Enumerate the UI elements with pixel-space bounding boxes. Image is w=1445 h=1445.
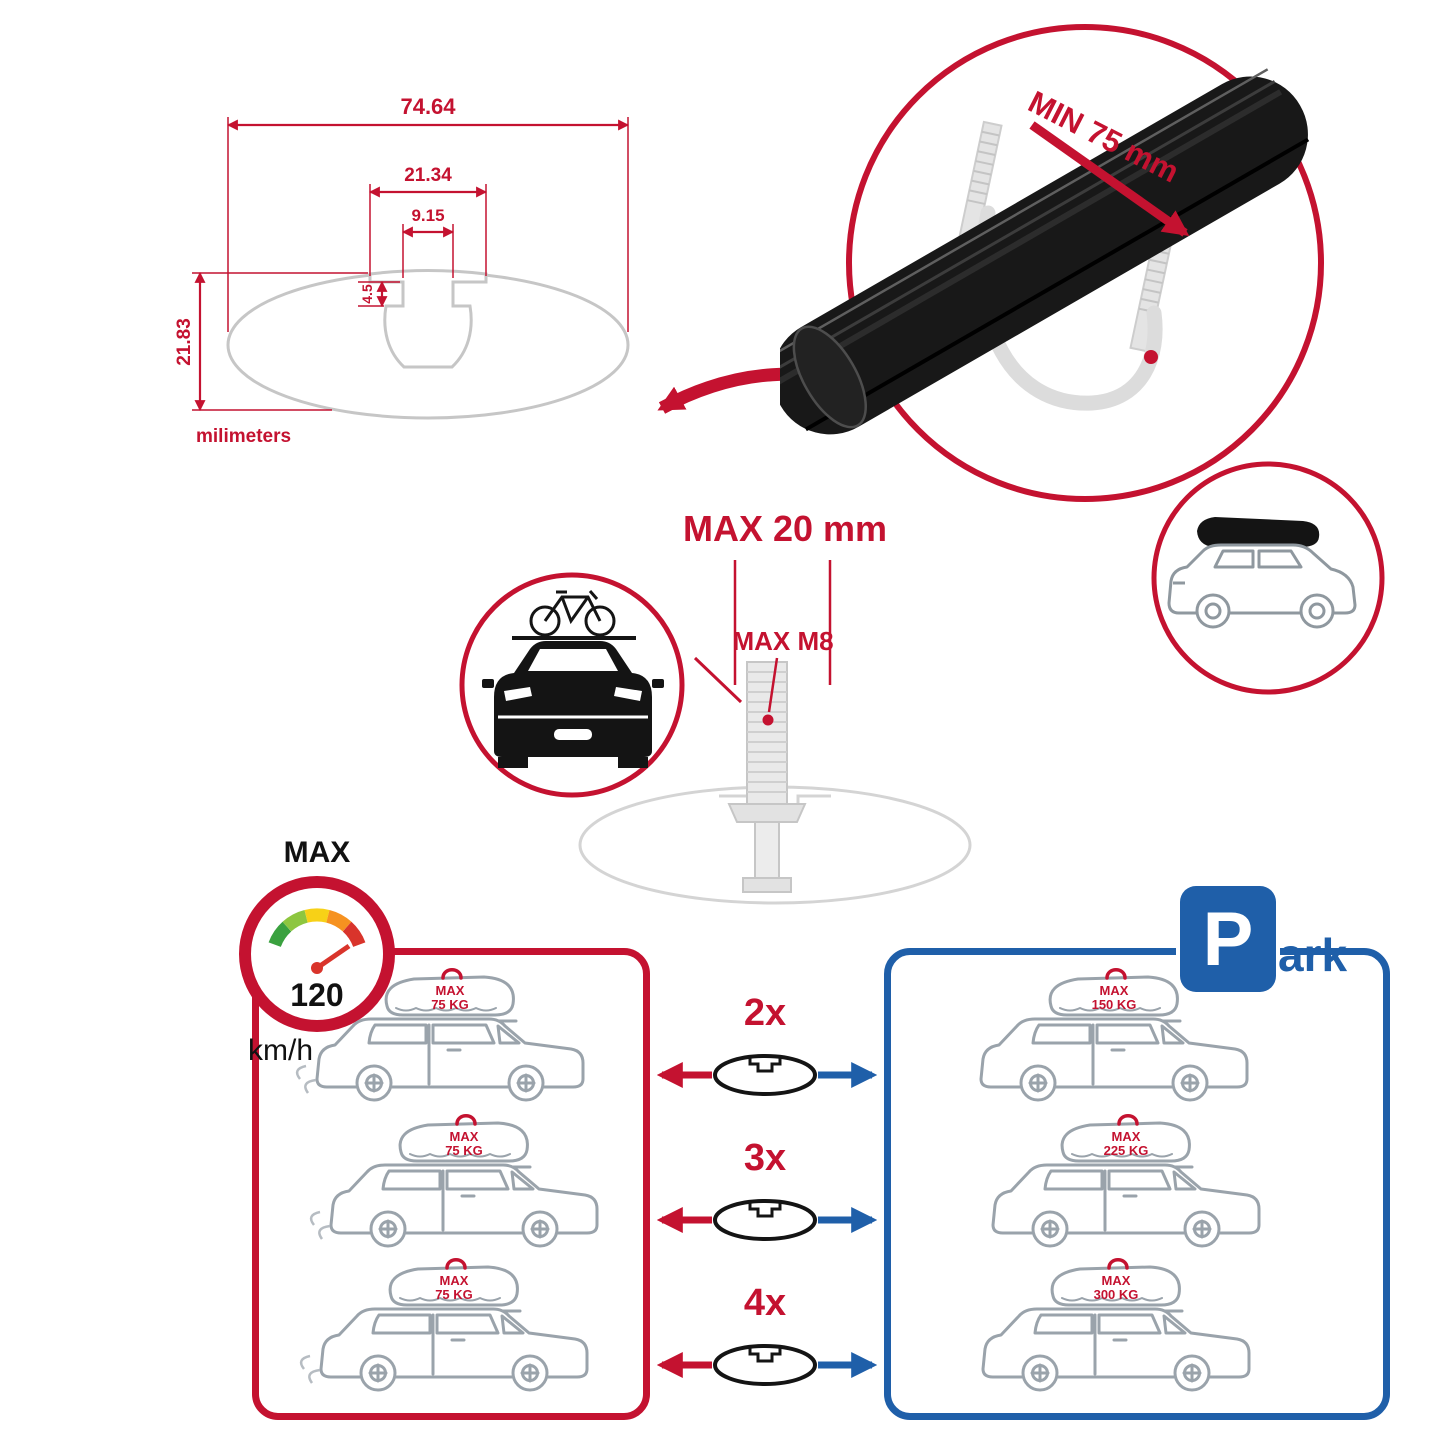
dim-channel-outer-width: 21.34 (404, 165, 452, 186)
clamp-grip-point-dot (1144, 350, 1158, 364)
multiplier-row-1: 2x (656, 992, 878, 1096)
bolt-detail-diagram: MAX M8 (578, 560, 972, 905)
speed-value: 120 (290, 977, 343, 1013)
speedometer: 120 (239, 876, 395, 1032)
crossbar-3d (780, 68, 1310, 435)
car-front-silhouette (482, 641, 664, 768)
speed-units-label: km/h (248, 1034, 314, 1067)
bike-icon (529, 590, 616, 637)
dim-total-width: 74.64 (400, 94, 456, 119)
bag-max-label: MAX (440, 1273, 469, 1288)
dim-channel-opening: 9.15 (411, 206, 444, 225)
dim-channel-depth: 4.5 (359, 284, 375, 304)
roof-box (1197, 517, 1320, 547)
mounting-bolt (727, 661, 807, 893)
bag-max-label: MAX (436, 983, 465, 998)
car-right-3: MAX 300 KG (981, 1258, 1251, 1392)
clamp-detail-circle: MIN 75 mm (780, 24, 1324, 502)
crossbar-dimension-diagram: 74.64 21.34 9.15 4.5 21.83 milimeters (174, 94, 630, 447)
bag-max-label: MAX (1100, 983, 1129, 998)
bag-max-label: MAX (450, 1129, 479, 1144)
park-sign-p: P (1202, 896, 1254, 982)
units-label: milimeters (196, 426, 291, 447)
car-right-1: MAX 150 KG (979, 968, 1249, 1102)
multiplier-label: 4x (744, 1282, 786, 1324)
bag-weight-label: 150 KG (1092, 997, 1137, 1012)
bag-max-label: MAX (1102, 1273, 1131, 1288)
bag-weight-label: 75 KG (435, 1287, 473, 1302)
crossbar-profile-icon (713, 1199, 817, 1241)
car-left-3: MAX 75 KG (299, 1258, 589, 1392)
bag-weight-label: 75 KG (445, 1143, 483, 1158)
multiplier-row-3: 4x (656, 1282, 878, 1386)
max-thread-label: MAX M8 (732, 626, 833, 656)
bag-weight-label: 75 KG (431, 997, 469, 1012)
park-sign: P (1180, 886, 1276, 992)
suv-roofbox-circle (1151, 461, 1385, 695)
bag-weight-label: 225 KG (1104, 1143, 1149, 1158)
car-left-1: MAX 75 KG (295, 968, 585, 1102)
speed-max-label: MAX (283, 836, 351, 869)
gauge-needle (315, 943, 351, 971)
park-sign-ark: ark (1278, 929, 1348, 981)
bag-weight-label: 300 KG (1094, 1287, 1139, 1302)
max-bolt-length-label: MAX 20 mm (682, 508, 888, 549)
bag-max-label: MAX (1112, 1129, 1141, 1144)
gauge-arc (268, 908, 366, 948)
crossbar-profile-icon (713, 1054, 817, 1096)
crossbar-profile-icon (713, 1344, 817, 1386)
multiplier-label: 2x (744, 992, 786, 1034)
car-left-2: MAX 75 KG (309, 1114, 599, 1248)
t-slot-channel-outline (368, 269, 488, 369)
multiplier-row-2: 3x (656, 1137, 878, 1241)
suv-line-art (1167, 543, 1357, 629)
car-right-2: MAX 225 KG (991, 1114, 1261, 1248)
multiplier-label: 3x (744, 1137, 786, 1179)
bike-rack-circle (459, 572, 685, 798)
dim-total-height: 21.83 (174, 318, 195, 366)
